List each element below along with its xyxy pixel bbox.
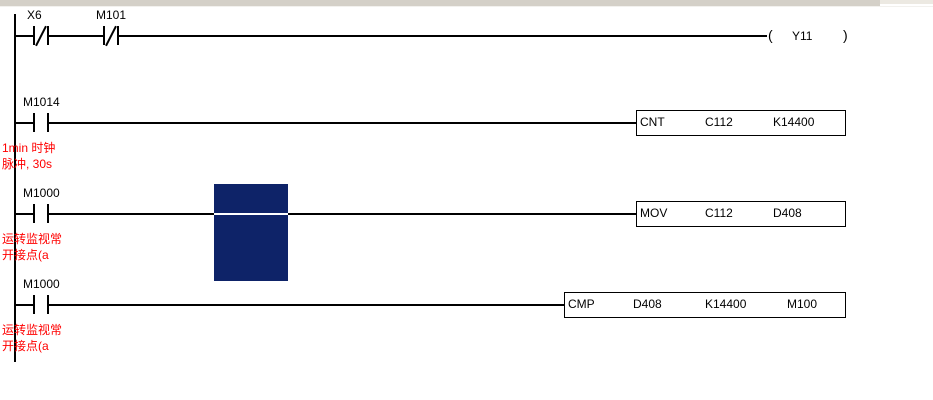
rung-2-comment-line-1: 1min 时钟 — [2, 141, 56, 155]
contact-bar-left — [33, 295, 35, 314]
left-power-rail — [14, 14, 16, 362]
rung-1-wire-segment-c — [118, 35, 767, 37]
contact-label-m1014: M1014 — [23, 95, 60, 109]
contact-slash — [35, 25, 47, 47]
rung-4-wire-segment-a — [14, 304, 34, 306]
window-top-strip — [0, 0, 880, 6]
window-top-strip-shadow — [0, 6, 933, 7]
contact-label-x6: X6 — [27, 8, 42, 22]
rung-4-comment-line-2: 开接点(a — [2, 339, 49, 353]
rung-2-wire-segment-a — [14, 122, 34, 124]
instruction-operand-1: C112 — [705, 115, 733, 129]
coil-paren-left: ( — [768, 27, 773, 43]
instruction-operand-1: D408 — [633, 297, 662, 311]
instruction-box-cmp[interactable]: CMP D408 K14400 M100 — [564, 292, 846, 318]
rung-3-wire-segment-a — [14, 213, 34, 215]
rung-3-comment-line-2: 开接点(a — [2, 248, 49, 262]
instruction-mnemonic: CMP — [568, 297, 595, 311]
contact-label-m101: M101 — [96, 8, 127, 22]
coil-paren-right: ) — [843, 27, 848, 43]
contact-bar-left — [33, 113, 35, 132]
contact-m1014-normally-open[interactable] — [33, 113, 49, 132]
contact-label-m1000-rung3: M1000 — [23, 186, 60, 200]
rung-1-wire-segment-b — [48, 35, 104, 37]
contact-m1000-normally-open-rung3[interactable] — [33, 204, 49, 223]
instruction-box-cnt[interactable]: CNT C112 K14400 — [636, 110, 846, 136]
rung-3-comment-line-1: 运转监视常 — [2, 232, 63, 246]
instruction-box-mov[interactable]: MOV C112 D408 — [636, 201, 846, 227]
contact-x6-normally-closed[interactable] — [33, 25, 49, 47]
window-top-strip-cap — [880, 0, 933, 4]
rung-4-comment-line-1: 运转监视常 — [2, 323, 63, 337]
rung-2-comment-line-2: 脉冲, 30s — [2, 157, 53, 171]
contact-slash — [105, 25, 117, 47]
contact-bar-left — [33, 204, 35, 223]
contact-bar-left — [103, 26, 105, 45]
rung-4-wire-segment-b — [48, 304, 565, 306]
instruction-operand-1: C112 — [705, 206, 733, 220]
contact-bar-left — [33, 26, 35, 45]
selection-wire-overlay — [214, 213, 288, 215]
instruction-mnemonic: CNT — [640, 115, 665, 129]
rung-2-wire-segment-b — [48, 122, 637, 124]
instruction-operand-2: K14400 — [705, 297, 747, 311]
instruction-operand-2: K14400 — [773, 115, 815, 129]
instruction-mnemonic: MOV — [640, 206, 668, 220]
coil-label-y11[interactable]: Y11 — [792, 29, 813, 43]
rung-1-wire-segment-a — [14, 35, 34, 37]
instruction-operand-3: M100 — [787, 297, 818, 311]
rung-3-wire-segment-b — [48, 213, 637, 215]
selection-highlight-block[interactable] — [214, 184, 288, 281]
contact-label-m1000-rung4: M1000 — [23, 277, 60, 291]
instruction-operand-2: D408 — [773, 206, 802, 220]
contact-m1000-normally-open-rung4[interactable] — [33, 295, 49, 314]
contact-m101-normally-closed[interactable] — [103, 25, 119, 47]
